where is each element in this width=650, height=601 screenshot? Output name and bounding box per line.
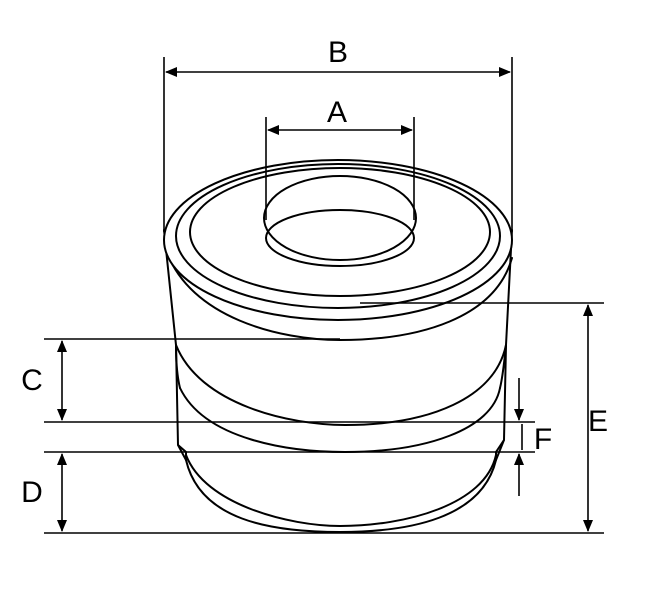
- dim-label-b: B: [328, 36, 348, 69]
- groove-left-wall: [175, 344, 181, 389]
- dim-label-e: E: [588, 405, 608, 438]
- dimension-b: B: [163, 36, 513, 232]
- bushing-lower-section: [177, 439, 505, 534]
- bushing-part: [163, 159, 513, 534]
- dim-label-f: F: [534, 423, 552, 456]
- lower-band-top-edge: [185, 454, 497, 527]
- reference-lines: [44, 302, 604, 534]
- chamfer-ring-ellipse: [175, 163, 501, 309]
- top-face-ellipse: [189, 167, 491, 297]
- outer-rim-ellipse: [163, 159, 513, 321]
- bore-inner-edge: [265, 209, 415, 267]
- groove-top-edge: [175, 344, 507, 426]
- dim-label-a: A: [327, 96, 347, 129]
- dimension-e: E: [583, 304, 608, 532]
- dimension-a: A: [265, 96, 415, 220]
- dimension-c: C: [21, 340, 67, 421]
- dimension-d: D: [21, 453, 67, 532]
- dimension-f: F: [514, 378, 552, 496]
- bushing-right-wall: [495, 229, 513, 461]
- dim-label-c: C: [21, 364, 43, 397]
- dim-label-d: D: [21, 476, 43, 509]
- bore-outer-edge: [263, 175, 417, 261]
